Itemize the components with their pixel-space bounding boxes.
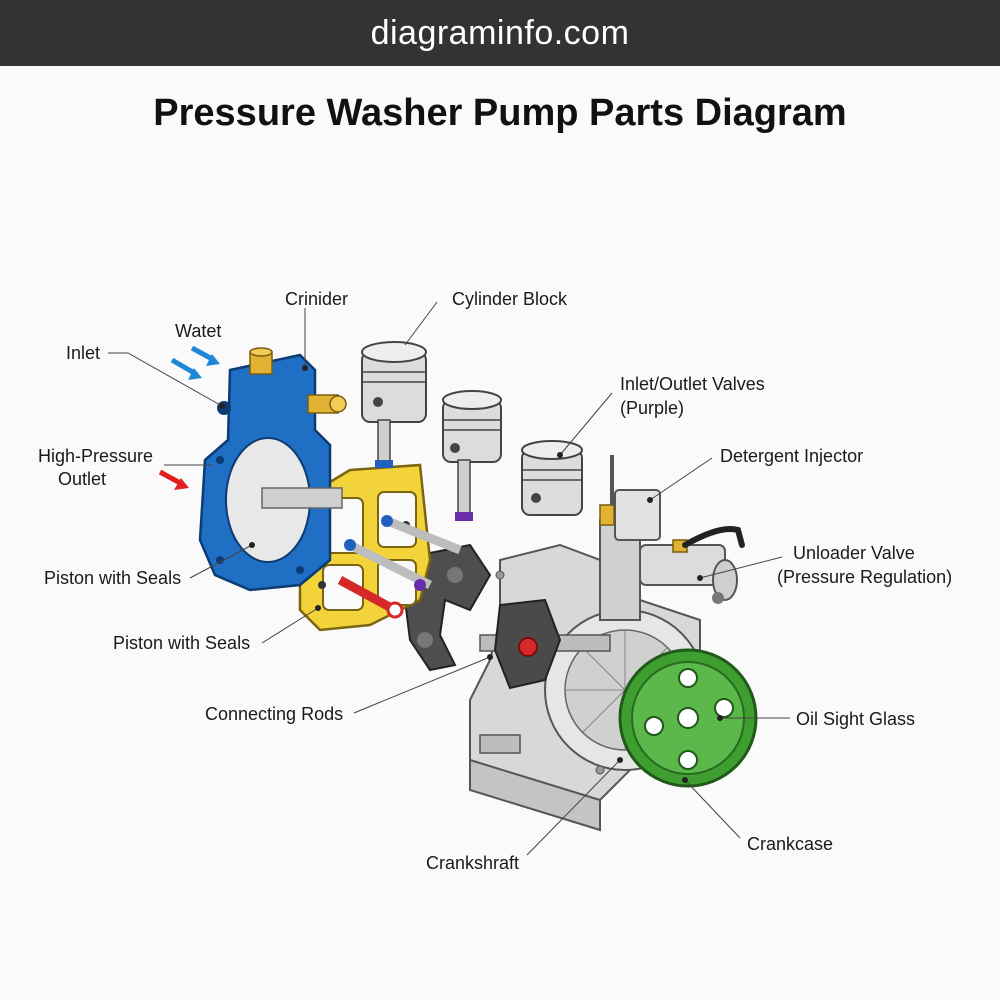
label-unloader-valve: Unloader Valve: [793, 543, 915, 563]
label-inlet: Inlet: [66, 343, 100, 363]
unloader-valve-assembly: [599, 455, 745, 621]
piston-rods: [337, 515, 462, 619]
high-pressure-arrow: [158, 469, 189, 490]
piston-1: [361, 341, 427, 468]
label-pressure-regulation: (Pressure Regulation): [777, 567, 952, 587]
label-crankcase: Crankcase: [747, 834, 833, 854]
label-detergent-injector: Detergent Injector: [720, 446, 863, 466]
label-watet: Watet: [175, 321, 221, 341]
crankshaft: [479, 598, 611, 690]
label-outlet: Outlet: [58, 469, 106, 489]
label-oil-sight-glass: Oil Sight Glass: [796, 709, 915, 729]
diagram-title: Pressure Washer Pump Parts Diagram: [153, 92, 847, 134]
label-crinider: Crinider: [285, 289, 348, 309]
pulley: [618, 648, 758, 788]
label-cylinder-block: Cylinder Block: [452, 289, 568, 309]
water-inlet-arrows: [170, 345, 220, 380]
label-piston-with-seals-b: Piston with Seals: [113, 633, 250, 653]
label-crankshraft: Crankshraft: [426, 853, 519, 873]
label-purple: (Purple): [620, 398, 684, 418]
label-connecting-rods: Connecting Rods: [205, 704, 343, 724]
pump-manifold: [198, 347, 347, 592]
label-inlet-outlet-valves: Inlet/Outlet Valves: [620, 374, 765, 394]
site-header-bar: diagraminfo.com: [0, 0, 1000, 66]
part-labels: Crinider Cylinder Block Watet Inlet High…: [38, 289, 952, 873]
leader-lines: [108, 301, 790, 856]
site-name: diagraminfo.com: [370, 13, 630, 52]
piston-3: [521, 440, 583, 516]
label-high-pressure: High-Pressure: [38, 446, 153, 466]
piston-2: [442, 390, 502, 521]
label-piston-with-seals-a: Piston with Seals: [44, 568, 181, 588]
